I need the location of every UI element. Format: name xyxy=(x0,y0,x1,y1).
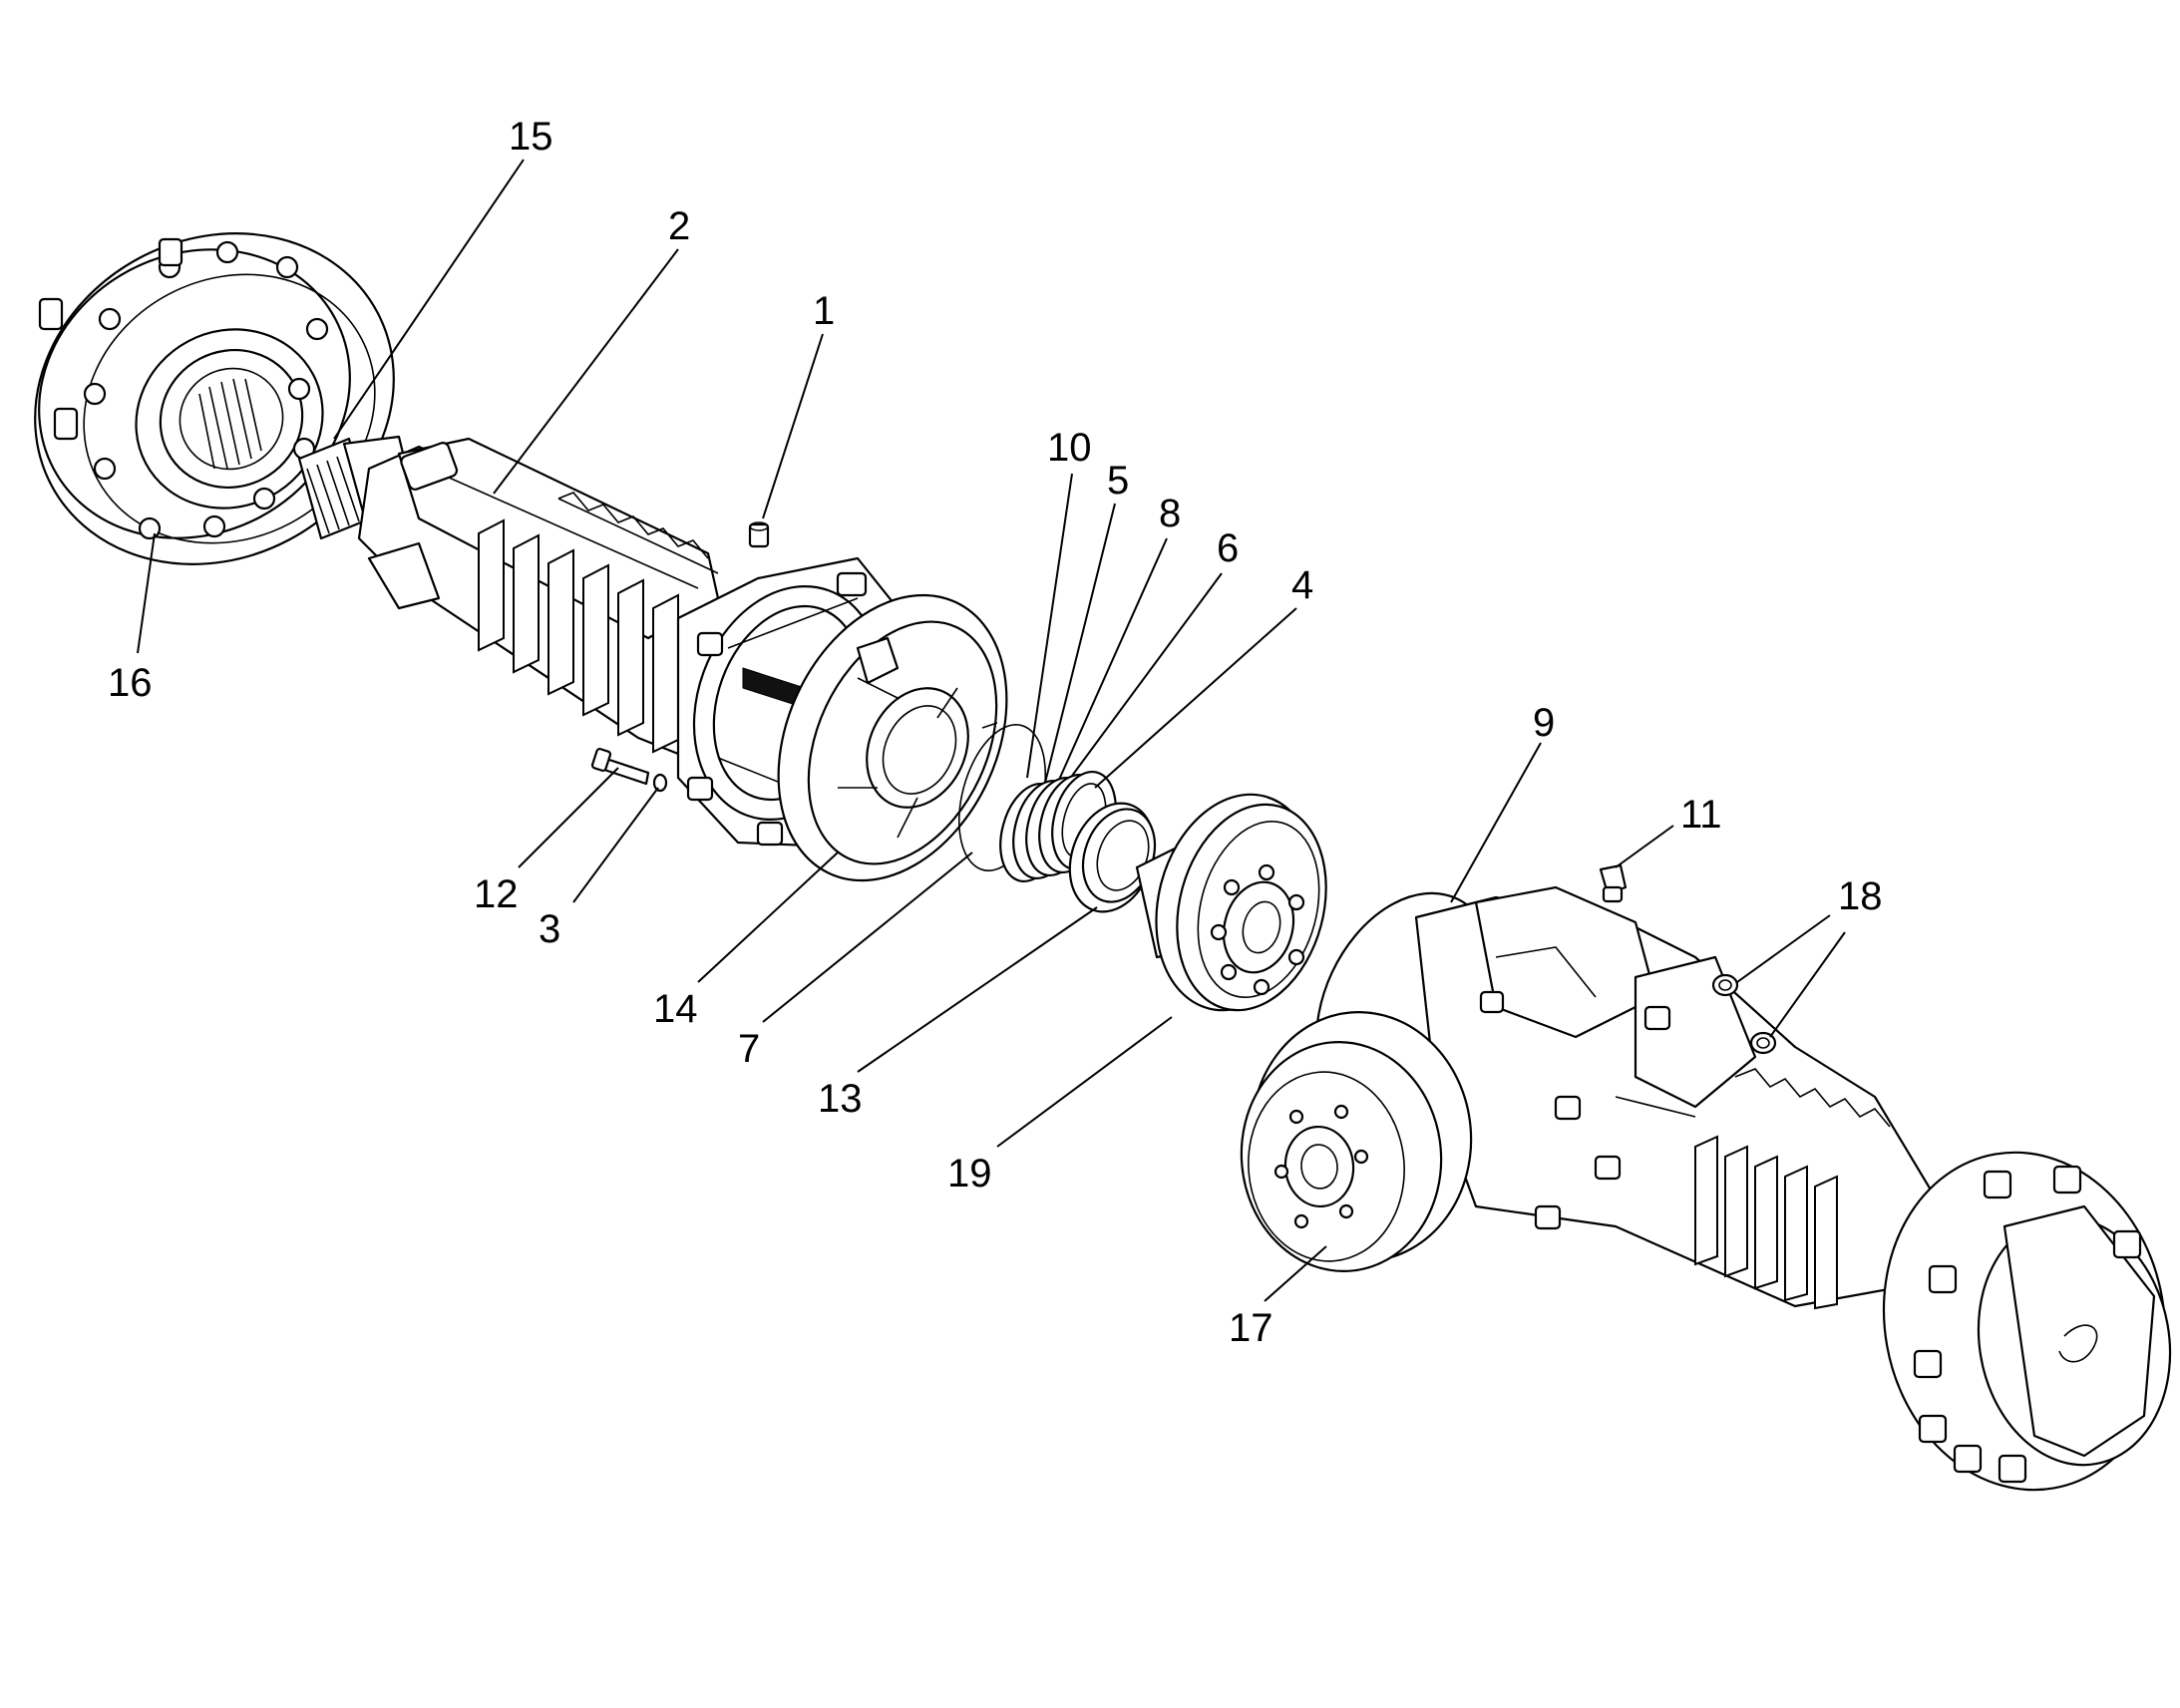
callout-5: 5 xyxy=(1107,459,1129,503)
leader-17 xyxy=(1264,1245,1327,1302)
callout-6: 6 xyxy=(1217,526,1239,570)
breather-plug xyxy=(748,521,770,548)
axle-housing-left xyxy=(357,437,730,760)
leader-12 xyxy=(518,767,619,868)
leader-7 xyxy=(762,852,973,1023)
callout-8: 8 xyxy=(1159,492,1181,535)
axle-housing-right xyxy=(1314,885,1937,1310)
wheel-hub-right xyxy=(1882,1151,2172,1492)
callout-11: 11 xyxy=(1680,793,1722,837)
leader-2 xyxy=(493,248,679,495)
leader-5 xyxy=(1044,503,1116,784)
callout-4: 4 xyxy=(1291,563,1313,607)
leader-16 xyxy=(137,532,156,654)
callout-1: 1 xyxy=(813,289,835,333)
leader-4 xyxy=(1094,607,1297,789)
fill-plug xyxy=(1599,863,1628,903)
brake-drum xyxy=(1240,1011,1473,1272)
callout-10: 10 xyxy=(1047,426,1092,470)
leader-19 xyxy=(996,1016,1173,1148)
callout-13: 13 xyxy=(818,1077,863,1121)
callout-18: 18 xyxy=(1838,874,1883,918)
leader-1 xyxy=(762,333,824,519)
callout-12: 12 xyxy=(474,872,519,916)
leader-10 xyxy=(1026,473,1073,779)
gear-carrier xyxy=(777,593,1008,882)
drain-plugs xyxy=(1711,973,1777,1055)
callout-2: 2 xyxy=(668,204,690,248)
leader-11 xyxy=(1615,825,1674,868)
leader-14 xyxy=(697,852,839,983)
bearing-seal xyxy=(1068,802,1157,913)
callout-19: 19 xyxy=(947,1152,992,1196)
leader-8 xyxy=(1058,537,1168,781)
callout-9: 9 xyxy=(1533,701,1555,745)
leader-18a xyxy=(1736,914,1831,983)
callout-7: 7 xyxy=(738,1027,760,1071)
leader-15 xyxy=(333,159,525,440)
leader-18b xyxy=(1769,931,1846,1038)
callout-15: 15 xyxy=(509,115,553,159)
leader-lines xyxy=(137,159,1846,1302)
leader-9 xyxy=(1450,742,1542,903)
callout-17: 17 xyxy=(1229,1306,1273,1350)
bolt-and-washer xyxy=(590,748,668,793)
leader-13 xyxy=(857,906,1098,1073)
callout-14: 14 xyxy=(653,987,698,1031)
callout-3: 3 xyxy=(539,907,560,951)
leader-6 xyxy=(1071,572,1223,777)
callout-labels: 15 2 1 10 5 8 6 4 16 12 3 14 7 13 19 9 1… xyxy=(108,115,1883,1350)
wheel-hub-left xyxy=(34,232,395,565)
differential-drum xyxy=(1135,793,1327,1012)
callout-16: 16 xyxy=(108,661,153,705)
leader-3 xyxy=(572,787,659,903)
